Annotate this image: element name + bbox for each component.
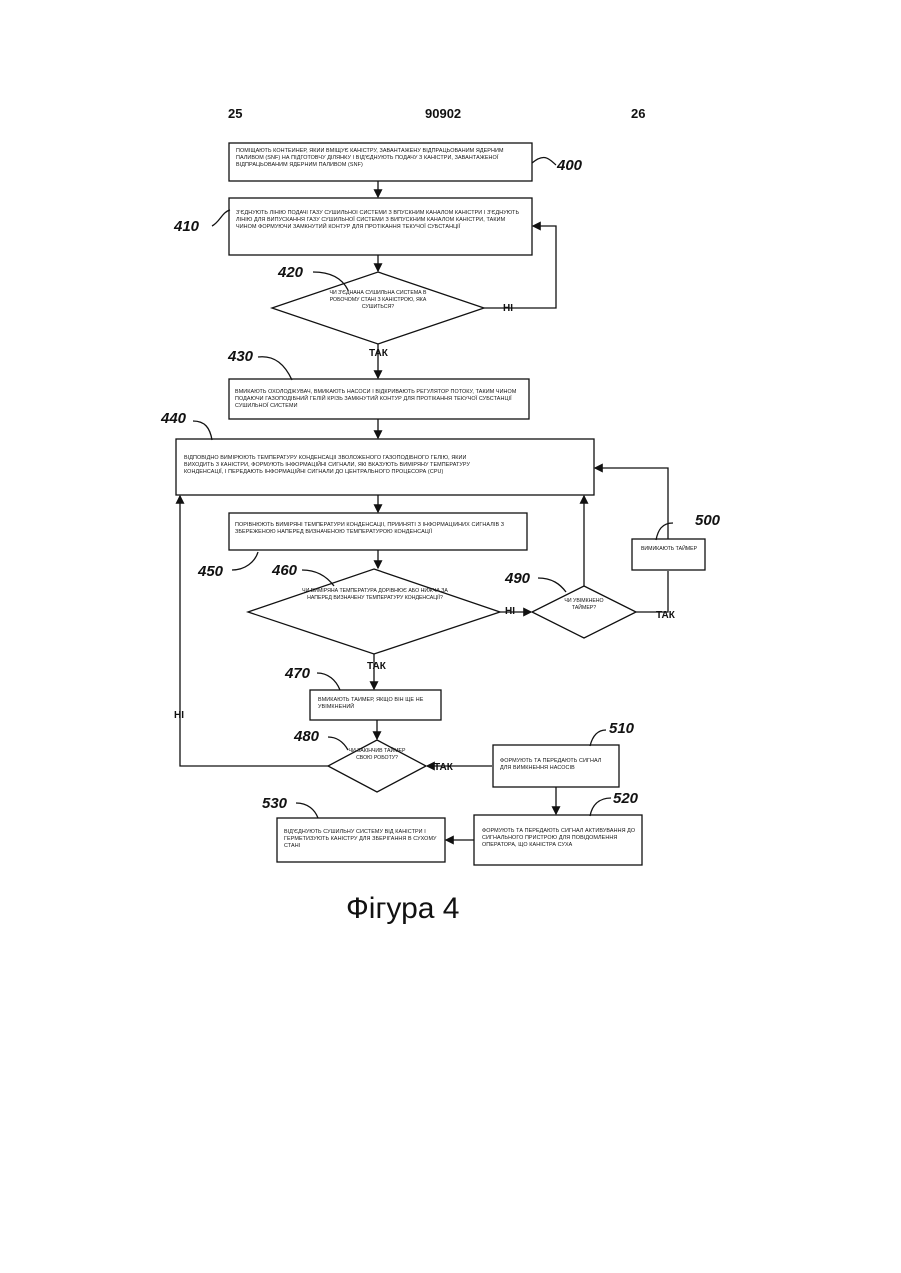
label-520: 520 [613, 790, 638, 807]
label-430: 430 [228, 348, 253, 365]
label-490: 490 [505, 570, 530, 587]
label-450: 450 [198, 563, 223, 580]
branch-480-yes: ТАК [434, 762, 453, 773]
step-420-text: Чи з'єднана сушильна система в робочому … [315, 290, 441, 311]
diamond-490 [532, 586, 636, 638]
step-400-text: Поміщають контейнер, який вміщує каністр… [236, 148, 526, 178]
label-530: 530 [262, 795, 287, 812]
branch-420-yes: ТАК [369, 348, 388, 359]
step-410-text: З'єднують лінію подачі газу сушильної си… [236, 210, 526, 246]
step-490-text: Чи увімкнено таймер? [552, 598, 616, 612]
step-470-text: Вмикають таймер, якщо він ще не увімкнен… [318, 697, 436, 717]
label-480: 480 [294, 728, 319, 745]
branch-460-no: НІ [505, 606, 515, 617]
step-450-text: Порівнюють виміряні температури конденса… [235, 522, 519, 544]
label-460: 460 [272, 562, 297, 579]
box-500 [632, 539, 705, 570]
figure-caption: Фігура 4 [346, 892, 459, 926]
step-500-text: Вимикають таймер [640, 546, 698, 553]
step-440-text: Відповідно вимірюють температуру конденс… [184, 455, 486, 483]
label-500: 500 [695, 512, 720, 529]
label-440: 440 [161, 410, 186, 427]
label-400: 400 [557, 157, 582, 174]
branch-460-yes: ТАК [367, 661, 386, 672]
label-470: 470 [285, 665, 310, 682]
step-510-text: Формують та передають сигнал для вимкнен… [500, 758, 614, 780]
branch-420-no: НІ [503, 303, 513, 314]
branch-480-no: НІ [174, 710, 184, 721]
step-430-text: Вмикають охолоджувач, вмикають насоси і … [235, 389, 523, 417]
branch-490-yes: ТАК [656, 610, 675, 621]
step-530-text: Від'єднують сушильну систему від каністр… [284, 829, 440, 857]
step-460-text: Чи виміряна температура дорівнює або ниж… [292, 588, 458, 602]
step-520-text: Формують та передають сигнал активування… [482, 828, 636, 858]
step-480-text: Чи закінчив таймер свою роботу? [346, 748, 408, 762]
label-410: 410 [174, 218, 199, 235]
label-510: 510 [609, 720, 634, 737]
label-420: 420 [278, 264, 303, 281]
diamond-460 [248, 569, 500, 654]
